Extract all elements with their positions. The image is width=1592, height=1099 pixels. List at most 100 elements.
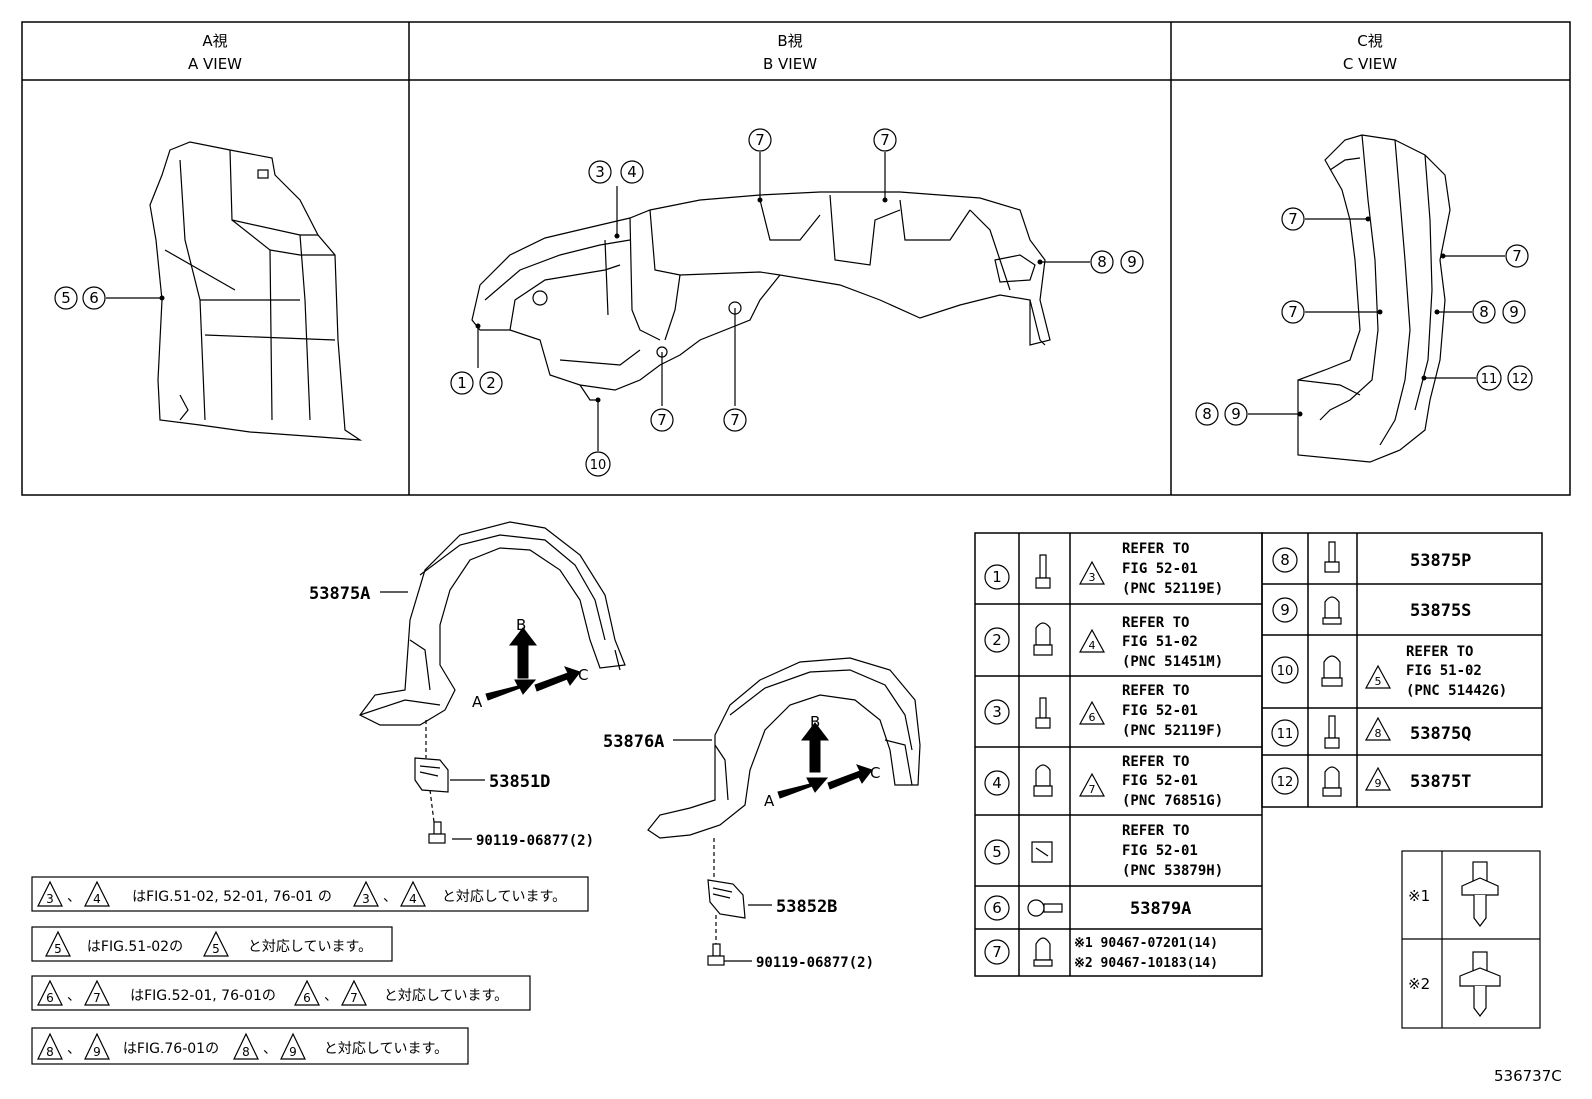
b-callout-8: 8 [1097, 253, 1107, 271]
clip-nut-icon [1033, 764, 1053, 797]
b-callout-7-bottom-left: 7 [657, 411, 667, 429]
view-b-en: B VIEW [763, 55, 817, 73]
table-number-circles [984, 547, 1299, 965]
bolt-label-2: 90119-06877(2) [756, 955, 874, 971]
row-num-10: 10 [1277, 664, 1294, 679]
clip-nut-icon [1033, 622, 1053, 656]
parts-table-left [974, 532, 1263, 977]
note3-tri-c: 6 [303, 991, 311, 1005]
row-num-11: 11 [1277, 727, 1294, 742]
note3-tri-d: 7 [350, 991, 358, 1005]
row-num-8: 8 [1280, 551, 1290, 569]
b-callout-3: 3 [595, 163, 605, 181]
row5-line1: REFER TO [1122, 823, 1189, 839]
row-num-3: 3 [992, 703, 1002, 721]
b-callout-2: 2 [486, 374, 496, 392]
a-callout-6: 6 [89, 289, 99, 307]
b-callout-7-bottom-right: 7 [730, 411, 740, 429]
part-label-53852B: 53852B [776, 897, 837, 917]
liner-53876A-drawing [647, 657, 921, 839]
clip-nut-icon [1322, 596, 1342, 625]
clip-legend-keys: ※1 ※2 [1408, 887, 1430, 993]
row7-line2: ※2 90467-10183(14) [1074, 956, 1218, 971]
bolt-label-1: 90119-06877(2) [476, 833, 594, 849]
row-num-12: 12 [1277, 775, 1294, 790]
row12-line1: 53875T [1410, 772, 1471, 792]
screw-icon [1324, 541, 1340, 573]
table-descriptions-left: REFER TO FIG 52-01 (PNC 52119E) REFER TO… [1074, 541, 1223, 971]
a-view-liner-drawing [149, 141, 363, 441]
row1-line2: FIG 52-01 [1122, 561, 1198, 577]
row3-line2: FIG 52-01 [1122, 703, 1198, 719]
row3-line1: REFER TO [1122, 683, 1189, 699]
legend-key-2: ※2 [1408, 975, 1430, 993]
row5-line2: FIG 52-01 [1122, 843, 1198, 859]
ref-tri-row1: 3 [1089, 571, 1096, 584]
bolt-icon [712, 943, 721, 957]
view-b-jp: B視 [777, 32, 802, 50]
b-view-liner-drawing [471, 191, 1051, 401]
direction-arrow-labels-2: B A C [764, 713, 880, 810]
clip-legend-icons [1459, 861, 1501, 1017]
note1-tri-a: 3 [46, 892, 54, 906]
note2-text1: はFIG.51-02の [87, 939, 183, 955]
row-num-6: 6 [992, 899, 1002, 917]
ref-tri-row11: 8 [1375, 727, 1382, 740]
table-number-text: 1 2 3 4 5 6 7 8 9 10 11 12 [992, 551, 1293, 961]
ref-tri-row2: 4 [1089, 639, 1096, 652]
view-c-jp: C視 [1357, 32, 1382, 50]
note4-text1: はFIG.76-01の [123, 1041, 219, 1057]
bolt-icon [433, 821, 442, 835]
row10-line3: (PNC 51442G) [1406, 683, 1507, 699]
c-view-liner-drawing [1297, 134, 1451, 463]
row4-line1: REFER TO [1122, 754, 1189, 770]
b-callout-1: 1 [457, 374, 467, 392]
b-callout-4: 4 [627, 163, 637, 181]
row6-line1: 53879A [1130, 899, 1191, 919]
clip-nut-icon [1322, 766, 1342, 797]
view-c-en: C VIEW [1343, 55, 1397, 73]
bolt-icons [428, 821, 725, 966]
b-view-callouts [450, 128, 1144, 477]
c-callout-12: 12 [1512, 372, 1529, 387]
parts-table-right [1261, 532, 1543, 808]
note1-tri-b: 4 [93, 892, 101, 906]
b-callout-10: 10 [590, 458, 607, 473]
arrow-a-label-2: A [764, 792, 775, 810]
note3-text2: と対応しています。 [384, 988, 508, 1004]
notes [31, 876, 589, 1065]
bracket-53852B-drawing [707, 879, 746, 919]
screw-icon [1035, 697, 1051, 729]
note3-text1: はFIG.52-01, 76-01の [130, 988, 276, 1004]
c-callout-8-b: 8 [1202, 405, 1212, 423]
ref-tri-row4: 7 [1089, 783, 1096, 796]
push-clip-icon [1033, 937, 1053, 967]
row8-line1: 53875P [1410, 551, 1471, 571]
row-num-9: 9 [1280, 601, 1290, 619]
bolt-icon [707, 955, 725, 966]
c-callout-8-a: 8 [1479, 303, 1489, 321]
push-clip-type2-icon [1459, 951, 1501, 1017]
c-view-callouts [1195, 207, 1533, 426]
c-callout-7-c: 7 [1288, 303, 1298, 321]
note3-tri-b: 7 [93, 991, 101, 1005]
row11-line1: 53875Q [1410, 724, 1471, 744]
note1-text1: はFIG.51-02, 52-01, 76-01 の [132, 889, 332, 905]
note-triangles [37, 880, 426, 1060]
part-label-53875A: 53875A [309, 584, 370, 604]
table-fastener-icons [1027, 541, 1343, 967]
clip-nut-icon [1321, 655, 1343, 687]
row7-line1: ※1 90467-07201(14) [1074, 936, 1218, 951]
arrow-a-label-1: A [472, 693, 483, 711]
row2-line3: (PNC 51451M) [1122, 654, 1223, 670]
ref-tri-row10: 5 [1375, 675, 1382, 688]
part-label-53876A: 53876A [603, 732, 664, 752]
direction-arrow-labels-1: B A C [472, 616, 588, 711]
clip-legend [1401, 850, 1541, 1029]
c-callout-11: 11 [1481, 372, 1498, 387]
row-num-2: 2 [992, 631, 1002, 649]
view-a-en: A VIEW [188, 55, 242, 73]
ref-tri-row3: 6 [1089, 711, 1096, 724]
ref-tri-row12: 9 [1375, 777, 1382, 790]
